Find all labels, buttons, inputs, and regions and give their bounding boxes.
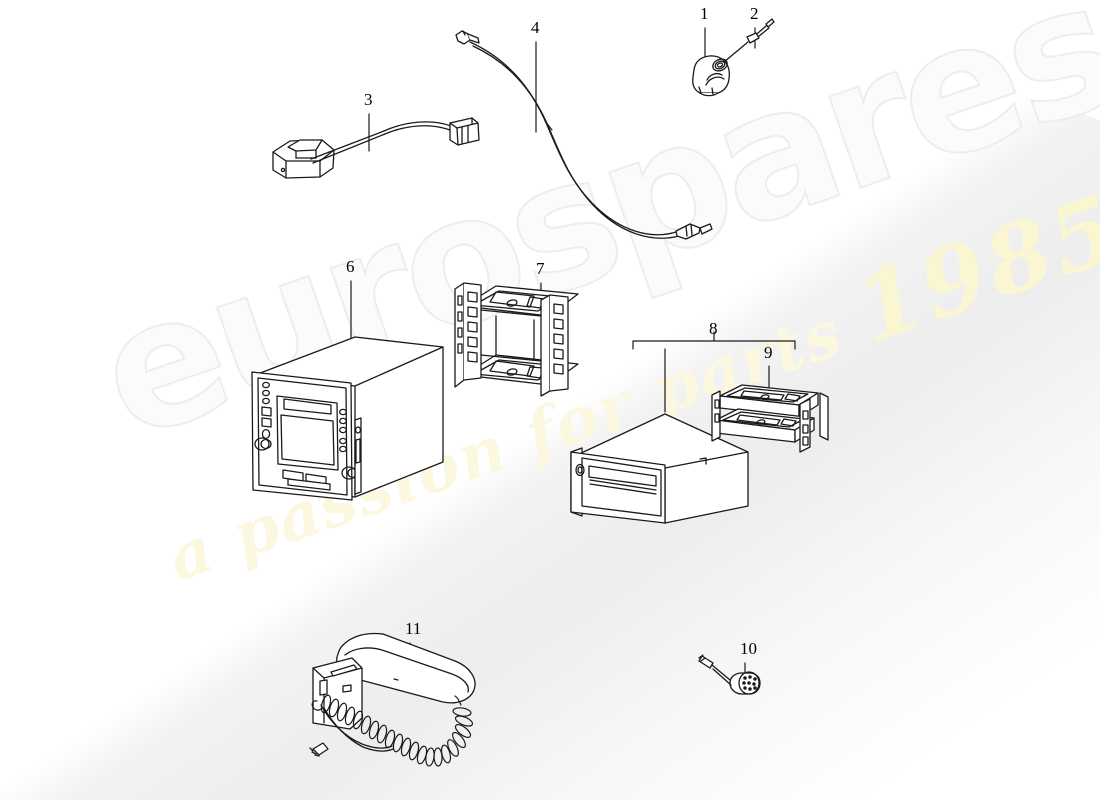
callout-number-1: 1	[700, 4, 709, 23]
part-antenna-base	[692, 55, 730, 97]
callout-number-3: 3	[364, 90, 373, 109]
part-antenna-mast	[723, 18, 775, 63]
part-head-unit	[251, 336, 444, 501]
part-antenna-cable	[455, 30, 713, 240]
part-gps-antenna	[272, 117, 480, 179]
callout-number-10: 10	[740, 639, 757, 658]
part-microphone	[698, 654, 761, 695]
callout-number-2: 2	[750, 4, 759, 23]
callout-number-4: 4	[531, 18, 540, 37]
part-head-unit-cage	[454, 282, 579, 397]
part-telephone-handset	[309, 632, 476, 767]
part-drive-bracket	[711, 384, 829, 453]
callout-number-8: 8	[709, 319, 718, 338]
callout-number-9: 9	[764, 343, 773, 362]
callout-number-6: 6	[346, 257, 355, 276]
part-drive-unit	[570, 413, 749, 524]
callout-number-11: 11	[405, 619, 422, 638]
callout-number-7: 7	[536, 259, 545, 278]
coiled-cord	[311, 694, 474, 767]
